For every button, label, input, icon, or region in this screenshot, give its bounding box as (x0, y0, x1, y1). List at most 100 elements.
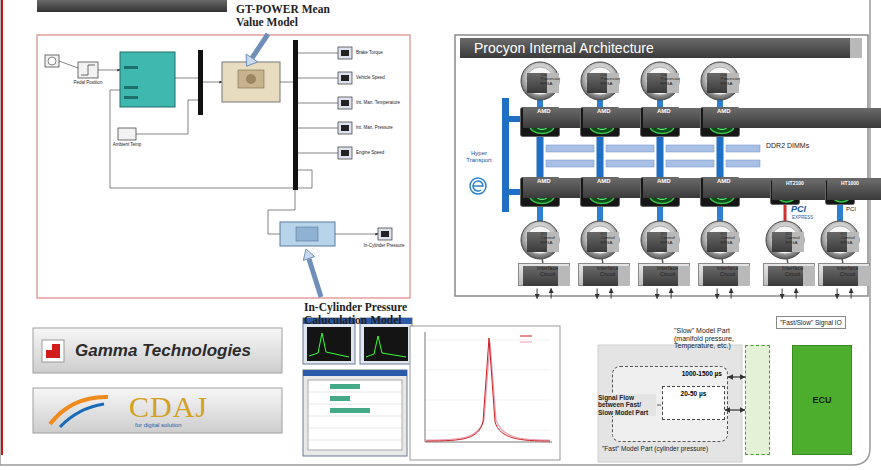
simulink-model (341, 50, 349, 56)
simulink-model (378, 228, 392, 240)
logo-box-ground (33, 328, 282, 373)
simulink-model (280, 82, 293, 83)
callout-label: GT-POWER Mean Value Model (236, 3, 348, 29)
screenshot (308, 404, 402, 405)
node-label: Co-Processor FPGA (707, 73, 739, 93)
fpga-circle: Co-Processor FPGA (580, 61, 620, 101)
bridge-chip: HT2100 (770, 179, 800, 205)
logo-box: Gamma Technologies (33, 328, 282, 373)
node-label: Interface Circuit (583, 266, 630, 286)
simulink-model (298, 128, 338, 129)
io-arrow (851, 289, 852, 299)
node-label: Interface Circuit (523, 266, 570, 286)
node-label: Procyon Internal Architecture (460, 38, 862, 58)
cpu-chip: AMD (580, 107, 620, 137)
bridge-chip: HT1000 (825, 179, 855, 205)
screenshot (425, 332, 552, 442)
callout-arrow (246, 54, 258, 66)
annotation: PCI (791, 204, 821, 214)
node-label: for digital solution (135, 422, 290, 429)
connector (728, 376, 745, 377)
node-label: Co-Processor FPGA (647, 73, 679, 93)
simulink-model (136, 100, 198, 134)
io-arrow (717, 289, 718, 299)
screenshot (308, 392, 402, 393)
architecture-panel: Procyon Internal ArchitectureCo-Processo… (455, 35, 868, 296)
fpga-circle: I/O Control FPGA (820, 220, 860, 260)
logo-box-ground (50, 397, 108, 424)
architecture-panel-ground (606, 145, 654, 152)
fpga-symbol (521, 221, 559, 259)
annotation: In-Cylinder Pressure (360, 243, 408, 248)
architecture-panel-ground (726, 145, 760, 152)
connector (725, 409, 745, 410)
architecture-panel-ground (455, 35, 868, 296)
screenshot (364, 327, 408, 361)
connector (537, 207, 543, 221)
screenshot (520, 342, 532, 343)
annotation: Brake Torque (356, 47, 408, 59)
simulink-model (335, 234, 378, 235)
simulink-model (198, 50, 203, 115)
architecture-panel-ground (546, 145, 760, 167)
architecture-panel-ground (606, 160, 654, 167)
simulink-model (296, 227, 318, 241)
fpga-symbol (521, 62, 559, 100)
simulink-model (298, 78, 338, 79)
connector (717, 207, 723, 221)
connector (597, 137, 604, 177)
fpga-circle: I/O Control FPGA (580, 220, 620, 260)
signal-io-box: "Fast/Slow" Signal IO (745, 345, 770, 455)
simulink-model (341, 125, 349, 131)
io-arrow (671, 289, 672, 299)
screenshot (366, 336, 406, 357)
screenshot (308, 440, 402, 441)
screenshot (303, 370, 407, 376)
fpga-symbol (766, 221, 804, 259)
simulink-model (338, 47, 352, 59)
screenshot (520, 336, 532, 337)
architecture-panel-ground (546, 145, 594, 152)
node-label: AMD (703, 108, 881, 128)
annotation: Vehicle Speed (356, 72, 408, 84)
annotation: PCI (846, 206, 864, 213)
annotation: EXPRESS (792, 215, 822, 220)
fpga-circle: I/O Control FPGA (700, 220, 740, 260)
simulink-model (45, 55, 59, 67)
fpga-circle: I/O Control FPGA (640, 220, 680, 260)
simulink-model (48, 57, 56, 65)
connector (597, 207, 603, 221)
node-label: I/O Control FPGA (772, 232, 804, 252)
logo-box-ground (42, 340, 64, 362)
annotation: "Slow" Model Part (manifold pressure, Te… (674, 327, 744, 350)
timing-diagram-ground (598, 345, 742, 462)
fpga-symbol (701, 221, 739, 259)
simulink-model (37, 35, 410, 298)
screenshot (330, 396, 350, 401)
node-label: 20-50 µs (663, 387, 724, 400)
fpga-symbol (641, 62, 679, 100)
simulink-model (338, 97, 352, 109)
screenshot (308, 428, 402, 429)
simulink-model (280, 222, 335, 246)
architecture-panel-ground (502, 116, 520, 122)
io-arrow (597, 289, 598, 299)
simulink-model (222, 62, 280, 102)
timing-diagram-ground (657, 405, 661, 406)
connector (784, 205, 787, 221)
simulink-model (203, 82, 222, 83)
annotation: DDR2 DIMMs (766, 142, 836, 150)
screenshot (303, 370, 407, 456)
architecture-panel-ground (546, 160, 594, 167)
connector (657, 207, 663, 221)
simulink-model (341, 75, 349, 81)
fpga-circle: Co-Processor FPGA (520, 61, 560, 101)
simulink-model (341, 100, 349, 106)
fpga-symbol (641, 221, 679, 259)
screenshot (426, 338, 550, 441)
simulink-model (298, 153, 338, 154)
connector (717, 137, 724, 177)
callout-label: In-Cylinder Pressure Caluculation Model (304, 301, 428, 327)
fpga-symbol (581, 221, 619, 259)
simulink-model (78, 62, 98, 78)
